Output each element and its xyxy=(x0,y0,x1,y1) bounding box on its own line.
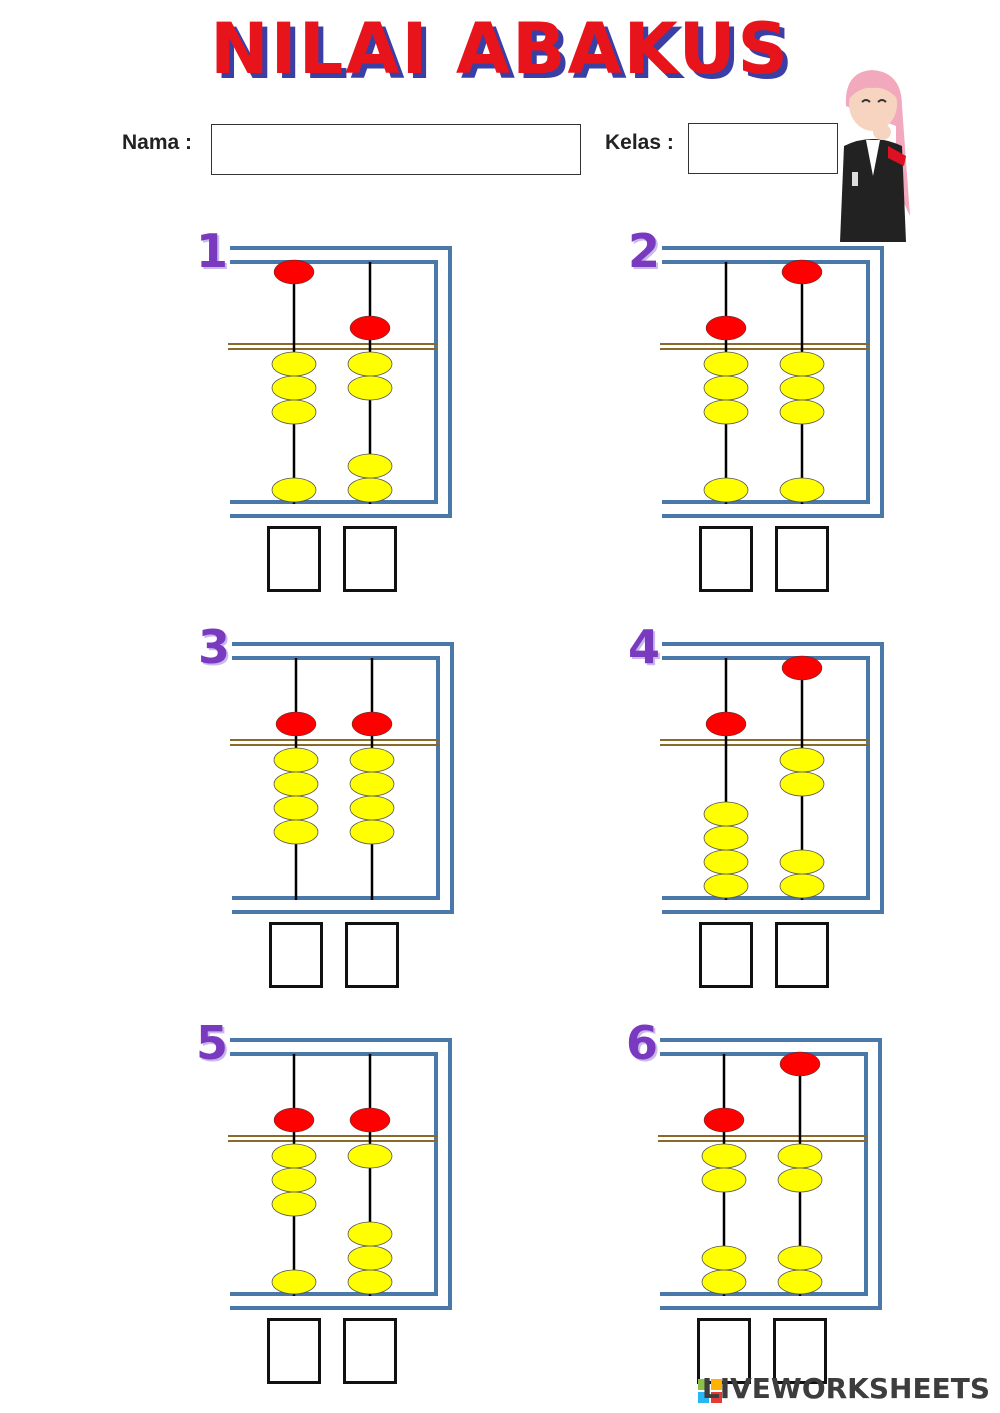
lower-bead[interactable] xyxy=(271,399,317,425)
lower-bead[interactable] xyxy=(271,1269,317,1295)
class-label: Kelas : xyxy=(605,131,674,154)
lower-bead[interactable] xyxy=(703,825,749,851)
lower-bead[interactable] xyxy=(779,399,825,425)
worksheet-title: NILAI ABAKUS xyxy=(210,8,790,90)
lower-bead[interactable] xyxy=(701,1167,747,1193)
abacus-problem: 1 xyxy=(196,224,516,608)
lower-bead[interactable] xyxy=(273,795,319,821)
problem-number: 1 xyxy=(196,224,229,278)
lower-bead[interactable] xyxy=(777,1269,823,1295)
lower-bead[interactable] xyxy=(349,747,395,773)
lower-bead[interactable] xyxy=(777,1143,823,1169)
lower-bead[interactable] xyxy=(271,375,317,401)
name-label: Nama : xyxy=(122,131,193,154)
lower-bead[interactable] xyxy=(779,873,825,899)
lower-bead[interactable] xyxy=(703,873,749,899)
lower-bead[interactable] xyxy=(779,477,825,503)
lower-bead[interactable] xyxy=(701,1245,747,1271)
lower-bead[interactable] xyxy=(779,351,825,377)
answer-box-ones[interactable] xyxy=(343,526,397,592)
lower-bead[interactable] xyxy=(703,477,749,503)
lower-bead[interactable] xyxy=(347,453,393,479)
lower-bead[interactable] xyxy=(271,1143,317,1169)
upper-bead[interactable] xyxy=(349,1107,391,1133)
upper-bead[interactable] xyxy=(351,711,393,737)
lower-bead[interactable] xyxy=(349,819,395,845)
lower-bead[interactable] xyxy=(347,477,393,503)
lower-bead[interactable] xyxy=(703,399,749,425)
lower-bead[interactable] xyxy=(273,747,319,773)
lower-bead[interactable] xyxy=(271,1191,317,1217)
lower-bead[interactable] xyxy=(349,771,395,797)
lower-bead[interactable] xyxy=(703,375,749,401)
abacus-problem: 2 xyxy=(628,224,948,608)
upper-bead[interactable] xyxy=(705,711,747,737)
lower-bead[interactable] xyxy=(273,819,319,845)
lower-bead[interactable] xyxy=(271,477,317,503)
abacus-problem: 6 xyxy=(626,1016,946,1400)
abacus-frame xyxy=(658,1038,882,1310)
lower-bead[interactable] xyxy=(779,849,825,875)
problem-number: 5 xyxy=(196,1016,229,1070)
lower-bead[interactable] xyxy=(703,801,749,827)
upper-bead[interactable] xyxy=(781,259,823,285)
lower-bead[interactable] xyxy=(701,1143,747,1169)
lower-bead[interactable] xyxy=(777,1245,823,1271)
abacus-frame xyxy=(660,246,884,518)
answer-box-tens[interactable] xyxy=(267,526,321,592)
problem-number: 2 xyxy=(628,224,661,278)
upper-bead[interactable] xyxy=(273,259,315,285)
answer-box-ones[interactable] xyxy=(775,922,829,988)
lower-bead[interactable] xyxy=(779,375,825,401)
lower-bead[interactable] xyxy=(347,375,393,401)
abacus-frame xyxy=(228,246,452,518)
lower-bead[interactable] xyxy=(349,795,395,821)
abacus-problem: 3 xyxy=(198,620,518,1004)
abacus-frame xyxy=(230,642,454,914)
upper-bead[interactable] xyxy=(705,315,747,341)
problem-number: 6 xyxy=(626,1016,659,1070)
upper-bead[interactable] xyxy=(779,1051,821,1077)
lower-bead[interactable] xyxy=(273,771,319,797)
teacher-avatar-icon xyxy=(840,70,910,242)
abacus-problem: 4 xyxy=(628,620,948,1004)
lower-bead[interactable] xyxy=(347,1143,393,1169)
abacus-frame xyxy=(660,642,884,914)
lower-bead[interactable] xyxy=(777,1167,823,1193)
lower-bead[interactable] xyxy=(347,1269,393,1295)
answer-box-tens[interactable] xyxy=(699,922,753,988)
problem-number: 3 xyxy=(198,620,231,674)
answer-box-ones[interactable] xyxy=(343,1318,397,1384)
lower-bead[interactable] xyxy=(779,771,825,797)
upper-bead[interactable] xyxy=(349,315,391,341)
lower-bead[interactable] xyxy=(347,351,393,377)
lower-bead[interactable] xyxy=(271,351,317,377)
abacus-problem: 5 xyxy=(196,1016,516,1400)
liveworksheets-logo-icon xyxy=(698,1379,722,1403)
name-field[interactable] xyxy=(211,124,581,175)
lower-bead[interactable] xyxy=(703,351,749,377)
lower-bead[interactable] xyxy=(347,1221,393,1247)
answer-box-tens[interactable] xyxy=(699,526,753,592)
lower-bead[interactable] xyxy=(271,1167,317,1193)
upper-bead[interactable] xyxy=(781,655,823,681)
answer-box-tens[interactable] xyxy=(267,1318,321,1384)
upper-bead[interactable] xyxy=(703,1107,745,1133)
footer-brand: LIVEWORKSHEETS xyxy=(701,1372,990,1405)
answer-box-ones[interactable] xyxy=(345,922,399,988)
answer-box-tens[interactable] xyxy=(269,922,323,988)
class-field[interactable] xyxy=(688,123,838,174)
lower-bead[interactable] xyxy=(347,1245,393,1271)
problem-number: 4 xyxy=(628,620,661,674)
answer-box-ones[interactable] xyxy=(773,1318,827,1384)
lower-bead[interactable] xyxy=(703,849,749,875)
answer-box-ones[interactable] xyxy=(775,526,829,592)
upper-bead[interactable] xyxy=(273,1107,315,1133)
abacus-frame xyxy=(228,1038,452,1310)
lower-bead[interactable] xyxy=(701,1269,747,1295)
answer-box-tens[interactable] xyxy=(697,1318,751,1384)
lower-bead[interactable] xyxy=(779,747,825,773)
upper-bead[interactable] xyxy=(275,711,317,737)
